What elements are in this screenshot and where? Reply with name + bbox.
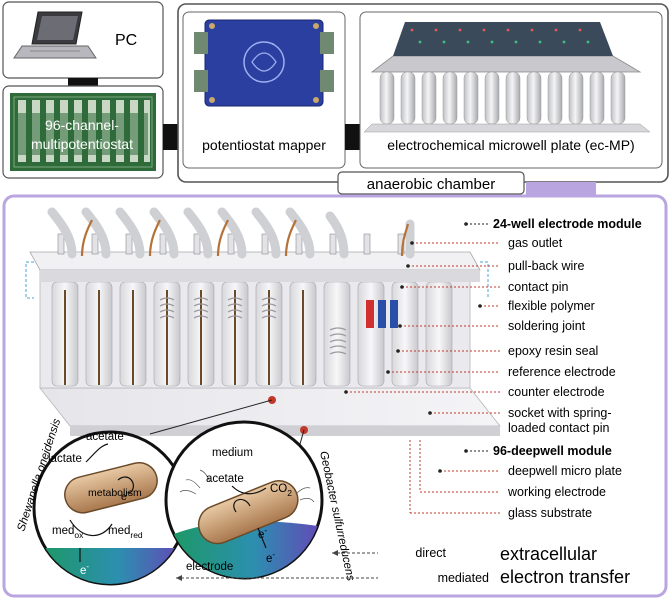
- chamber-label-tab: anaerobic chamber: [337, 171, 525, 195]
- callout-leaders: [346, 223, 500, 514]
- shewanella-arrows: [69, 443, 134, 562]
- bacterium-cell: [64, 461, 158, 514]
- callout-socket-line1: socket with spring-: [508, 406, 612, 420]
- electrode-module-label: 24-well electrode module: [493, 217, 642, 231]
- laptop-icon: [13, 11, 97, 59]
- shewanella-electron: e-: [121, 488, 130, 503]
- zoom-line: [299, 429, 305, 445]
- callout-contact-pin: contact pin: [508, 280, 569, 294]
- callout-counter-electrode: counter electrode: [508, 385, 605, 399]
- pc-label: PC: [115, 32, 137, 49]
- callout-deepwell-micro-plate: deepwell micro plate: [508, 464, 622, 478]
- eet-legend: direct mediated extracellular electron t…: [176, 544, 630, 587]
- geobacter-electrode: electrode: [186, 561, 233, 573]
- callout-dots: [344, 222, 482, 473]
- shewanella-e-bottom: e-: [80, 562, 89, 577]
- cable-connector: [163, 124, 179, 150]
- legend-title-line2: electron transfer: [500, 567, 630, 587]
- electrode-array-illustration: [25, 207, 501, 436]
- pili: [179, 469, 315, 503]
- shewanella-zoom-circle: acetate lactate metabolism e- medox medr…: [15, 417, 188, 586]
- anaerobic-chamber-panel: potentiostat mapper: [177, 3, 669, 183]
- legend-mediated: mediated: [438, 571, 489, 585]
- callout-reference-electrode: reference electrode: [508, 365, 616, 379]
- callout-flexible-polymer: flexible polymer: [508, 299, 595, 313]
- callout-glass-substrate: glass substrate: [508, 506, 592, 520]
- cable-connector: [68, 78, 98, 87]
- legend-direct: direct: [415, 546, 446, 560]
- callout-working-electrode: working electrode: [507, 485, 606, 499]
- geobacter-e2: e-: [266, 550, 275, 565]
- geobacter-medium: medium: [212, 447, 253, 459]
- ecmp-label: electrochemical microwell plate (ec-MP): [387, 137, 634, 153]
- multipotentiostat-label-line2: multipotentiostat: [31, 136, 133, 152]
- shewanella-med-ox: medox: [52, 525, 84, 540]
- callout-labels: 24-well electrode module gas outlet pull…: [493, 217, 642, 520]
- shewanella-med-red: medred: [108, 525, 143, 540]
- zoom-line: [149, 399, 273, 435]
- mapper-board-icon: [194, 19, 334, 107]
- callout-gas-outlet: gas outlet: [508, 236, 563, 250]
- pc-panel: PC: [2, 1, 164, 79]
- geobacter-co2: CO2: [270, 483, 292, 498]
- mapper-label: potentiostat mapper: [202, 137, 326, 153]
- callout-soldering-joint: soldering joint: [508, 319, 586, 333]
- bacterium-cell: [197, 480, 299, 545]
- microwell-plate-icon: [363, 22, 651, 133]
- chamber-label: anaerobic chamber: [367, 176, 495, 193]
- legend-title-line1: extracellular: [500, 544, 597, 564]
- callout-pull-back-wire: pull-back wire: [508, 259, 584, 273]
- shewanella-lactate: lactate: [48, 453, 82, 465]
- multipotentiostat-panel: 96-channel- multipotentiostat: [2, 85, 164, 179]
- geobacter-acetate: acetate: [206, 473, 244, 485]
- cable-connector: [345, 124, 361, 150]
- shewanella-metabolism: metabolism: [88, 487, 142, 499]
- shewanella-acetate: acetate: [86, 431, 124, 443]
- zoom-connector: [526, 182, 596, 198]
- geobacter-arrows: [231, 485, 267, 549]
- multipotentiostat-label-line1: 96-channel-: [45, 117, 119, 133]
- callout-epoxy-resin-seal: epoxy resin seal: [508, 344, 598, 358]
- callout-socket-line2: loaded contact pin: [508, 421, 610, 435]
- deepwell-module-label: 96-deepwell module: [493, 444, 612, 458]
